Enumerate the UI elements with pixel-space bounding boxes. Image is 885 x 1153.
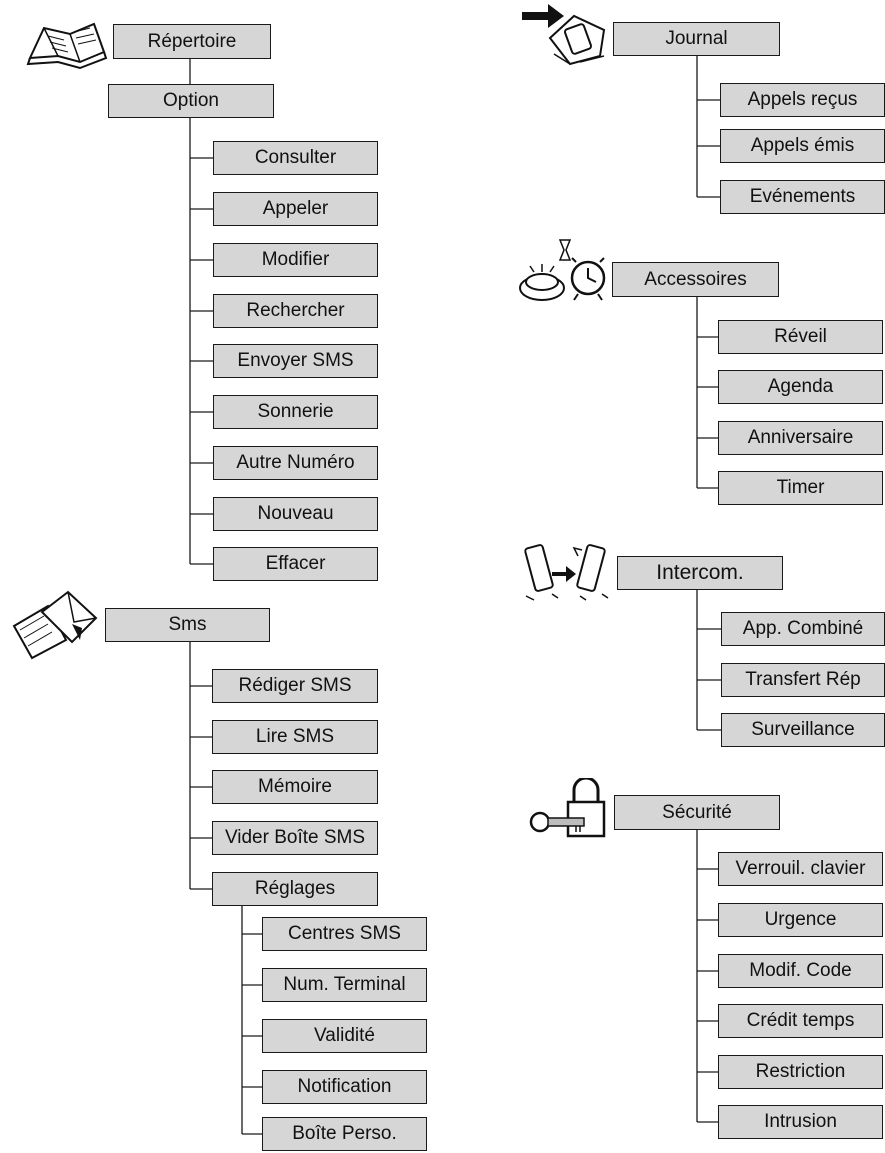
menu-item-envoyer-sms[interactable]: Envoyer SMS — [213, 344, 378, 378]
menu-item-agenda[interactable]: Agenda — [718, 370, 883, 404]
handset-transfer-icon — [524, 544, 609, 601]
menu-item-validite[interactable]: Validité — [262, 1019, 427, 1053]
menu-item-restriction[interactable]: Restriction — [718, 1055, 883, 1089]
menu-item-sonnerie[interactable]: Sonnerie — [213, 395, 378, 429]
menu-item-surveillance[interactable]: Surveillance — [721, 713, 885, 747]
menu-item-transfert-rep[interactable]: Transfert Rép — [721, 663, 885, 697]
padlock-key-icon — [529, 778, 606, 838]
menu-item-num-terminal[interactable]: Num. Terminal — [262, 968, 427, 1002]
menu-repertoire[interactable]: Répertoire — [113, 24, 271, 59]
menu-item-reveil[interactable]: Réveil — [718, 320, 883, 354]
menu-intercom[interactable]: Intercom. — [617, 556, 783, 590]
call-log-icon — [522, 4, 606, 66]
menu-item-appels-emis[interactable]: Appels émis — [720, 129, 885, 163]
menu-sms[interactable]: Sms — [105, 608, 270, 642]
menu-item-autre-numero[interactable]: Autre Numéro — [213, 446, 378, 480]
menu-item-modifier[interactable]: Modifier — [213, 243, 378, 277]
menu-item-nouveau[interactable]: Nouveau — [213, 497, 378, 531]
menu-item-centres-sms[interactable]: Centres SMS — [262, 917, 427, 951]
menu-item-vider-boite-sms[interactable]: Vider Boîte SMS — [212, 821, 378, 855]
menu-item-modif-code[interactable]: Modif. Code — [718, 954, 883, 988]
menu-repertoire-option[interactable]: Option — [108, 84, 274, 118]
menu-accessoires[interactable]: Accessoires — [612, 262, 779, 297]
clock-timer-icon — [519, 239, 606, 301]
envelope-letter-icon — [12, 590, 98, 660]
menu-journal[interactable]: Journal — [613, 22, 780, 56]
menu-item-urgence[interactable]: Urgence — [718, 903, 883, 937]
menu-item-boite-perso[interactable]: Boîte Perso. — [262, 1117, 427, 1151]
menu-item-anniversaire[interactable]: Anniversaire — [718, 421, 883, 455]
menu-item-appels-recus[interactable]: Appels reçus — [720, 83, 885, 117]
menu-item-appeler[interactable]: Appeler — [213, 192, 378, 226]
menu-item-rediger-sms[interactable]: Rédiger SMS — [212, 669, 378, 703]
address-book-icon — [26, 22, 108, 70]
menu-item-verrouil-clavier[interactable]: Verrouil. clavier — [718, 852, 883, 886]
menu-item-rechercher[interactable]: Rechercher — [213, 294, 378, 328]
menu-item-notification[interactable]: Notification — [262, 1070, 427, 1104]
menu-item-reglages[interactable]: Réglages — [212, 872, 378, 906]
menu-item-memoire[interactable]: Mémoire — [212, 770, 378, 804]
menu-item-consulter[interactable]: Consulter — [213, 141, 378, 175]
menu-item-credit-temps[interactable]: Crédit temps — [718, 1004, 883, 1038]
menu-item-lire-sms[interactable]: Lire SMS — [212, 720, 378, 754]
menu-securite[interactable]: Sécurité — [614, 795, 780, 830]
menu-item-timer[interactable]: Timer — [718, 471, 883, 505]
menu-item-app-combine[interactable]: App. Combiné — [721, 612, 885, 646]
menu-item-effacer[interactable]: Effacer — [213, 547, 378, 581]
menu-item-intrusion[interactable]: Intrusion — [718, 1105, 883, 1139]
menu-item-evenements[interactable]: Evénements — [720, 180, 885, 214]
